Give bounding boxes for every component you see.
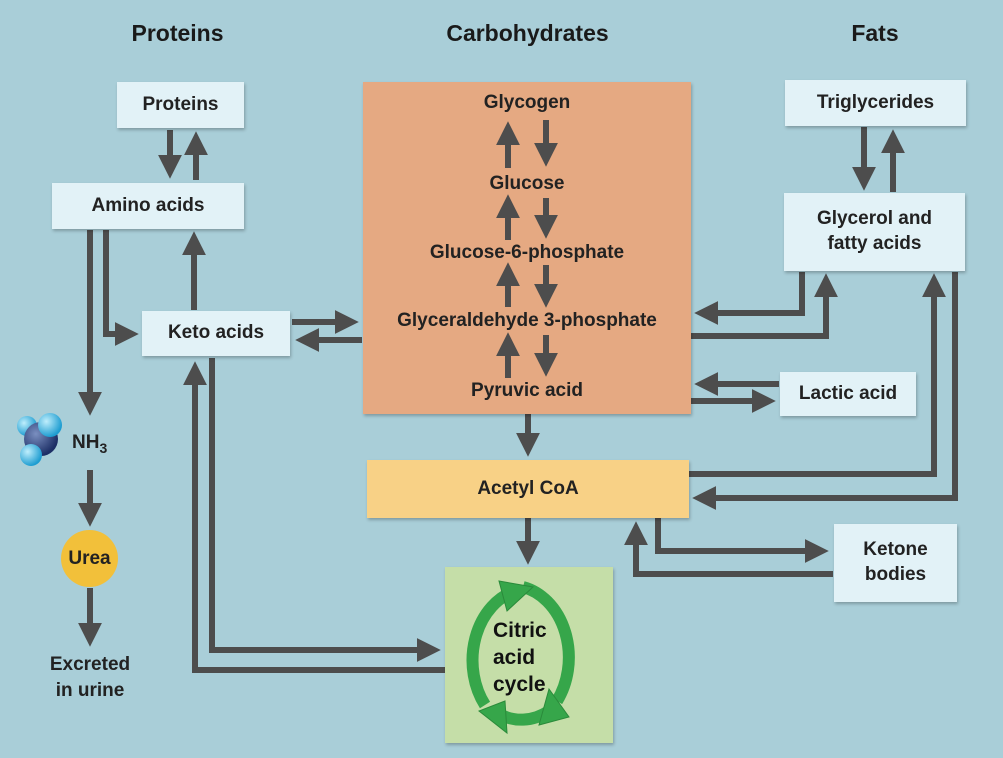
arrow-cac-to-keto [183,361,445,673]
arrow-acetyl-to-fatty [689,273,946,477]
glycerol-line2: fatty acids [827,233,922,254]
arrow-keto-to-cac [209,358,441,662]
glycerol-line1: Glycerol and [816,208,933,230]
glycogen-label: Glycogen [483,92,571,113]
ammonia-molecule-icon [17,413,62,466]
glycerol-fatty-acids-box: Glycerol and fatty acids [784,193,965,271]
nh3-main: NH [72,432,100,453]
arrow-glycerol-to-g3p [694,272,805,325]
arrow-fatty-to-acetyl [692,272,958,510]
cac-line2: acid [493,646,536,669]
cac-line3: cycle [493,673,546,696]
glucose-label: Glucose [489,173,565,194]
glyceraldehyde-3-phosphate-label: Glyceraldehyde 3-phosphate [397,310,657,331]
proteins-box: Proteins [117,82,244,128]
cac-line1: Citric [493,619,547,642]
acetyl-coa-box: Acetyl CoA [367,460,689,518]
ketone-bodies-box: Ketone bodies [834,524,957,602]
citric-acid-cycle-box: Citric acid cycle [445,567,613,743]
amino-acids-box: Amino acids [52,183,244,229]
excreted-line1: Excreted [49,654,131,675]
lactic-acid-box: Lactic acid [780,372,916,416]
citric-acid-cycle-label: Citric acid cycle [493,617,573,698]
triglycerides-box: Triglycerides [785,80,966,126]
ketone-line2: bodies [864,564,927,585]
arrow-g3p-to-glycerol [691,273,838,339]
arrow-amino-to-keto [103,230,139,346]
cycle-arrows-icon [466,580,575,735]
header-carbohydrates: Carbohydrates [446,20,609,46]
pyruvic-acid-label: Pyruvic acid [471,380,583,401]
urea-circle: Urea [61,530,118,587]
glucose-6-phosphate-label: Glucose-6-phosphate [429,242,625,263]
keto-acids-box: Keto acids [142,311,290,356]
arrow-ketone-to-acetyl [624,521,833,577]
excreted-line2: in urine [55,680,125,701]
nh3-label: NH3 [72,430,107,461]
excreted-in-urine: Excreted in urine [30,652,150,704]
nh3-subscript: 3 [99,439,108,456]
header-proteins: Proteins [131,20,224,46]
header-fats: Fats [851,20,899,46]
ketone-line1: Ketone [863,539,928,561]
carbohydrate-pathway-block: Glycogen Glucose Glucose-6-phosphate Gly… [363,82,691,414]
arrow-acetyl-to-ketone [655,518,829,563]
